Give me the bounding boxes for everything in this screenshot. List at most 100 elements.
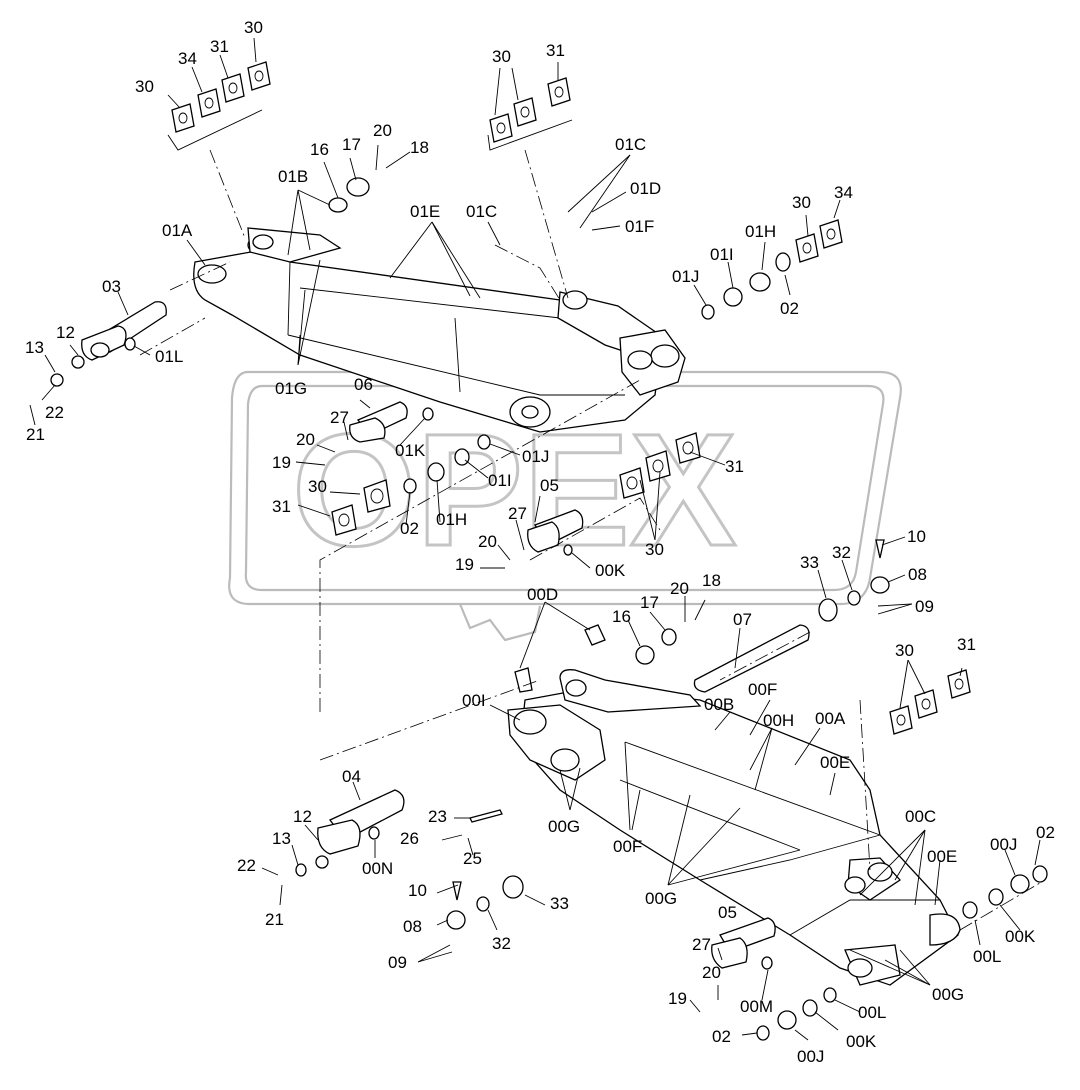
callout-label: 21: [26, 425, 45, 444]
callout-label: 20: [702, 963, 721, 982]
callout-label: 00F: [613, 837, 642, 856]
callout-label: 01G: [275, 379, 307, 398]
pin-06: [349, 401, 408, 443]
callout-label: 00J: [990, 835, 1017, 854]
callout-label: 32: [492, 934, 511, 953]
callout-label: 27: [692, 935, 711, 954]
callout-label: 01B: [278, 167, 308, 186]
pin-05: [527, 509, 584, 553]
callout-label: 05: [718, 903, 737, 922]
callout-label: 01K: [395, 441, 426, 460]
callout-label: 34: [834, 183, 853, 202]
callout-labels: 30 34 31 30 30 31 16 17 20 18 01C 01D 01…: [25, 18, 1055, 1066]
callout-label: 00D: [527, 585, 558, 604]
callout-label: 00E: [927, 847, 957, 866]
center-lines: [139, 149, 1046, 931]
callout-label: 33: [800, 553, 819, 572]
callout-label: 27: [508, 504, 527, 523]
callout-label: 30: [895, 641, 914, 660]
pin-03: [81, 301, 167, 361]
callout-label: 09: [388, 953, 407, 972]
callout-label: 00K: [1005, 927, 1036, 946]
callout-label: 00N: [362, 859, 393, 878]
callout-label: 13: [25, 338, 44, 357]
callout-label: 30: [244, 18, 263, 37]
callout-label: 01J: [672, 267, 699, 286]
hardware: [50, 61, 1048, 1041]
callout-label: 00J: [797, 1047, 824, 1066]
callout-label: 22: [237, 856, 256, 875]
callout-label: 32: [832, 543, 851, 562]
callout-label: 25: [463, 849, 482, 868]
callout-label: 00A: [815, 709, 846, 728]
callout-label: 01C: [615, 135, 646, 154]
callout-label: 19: [668, 989, 687, 1008]
callout-label: 31: [725, 457, 744, 476]
callout-label: 31: [272, 497, 291, 516]
callout-label: 34: [178, 49, 197, 68]
callout-label: 00G: [932, 985, 964, 1004]
callout-label: 04: [342, 767, 361, 786]
callout-label: 27: [330, 408, 349, 427]
callout-label: 17: [640, 593, 659, 612]
callout-label: 02: [1036, 823, 1055, 842]
callout-label: 20: [478, 532, 497, 551]
callout-label: 05: [540, 476, 559, 495]
callout-label: 00K: [595, 561, 626, 580]
callout-label: 08: [908, 565, 927, 584]
callout-label: 01F: [625, 217, 654, 236]
callout-label: 10: [408, 881, 427, 900]
callout-label: 26: [400, 829, 419, 848]
callout-label: 02: [712, 1027, 731, 1046]
callout-label: 33: [550, 894, 569, 913]
callout-label: 10: [907, 527, 926, 546]
callout-label: 00H: [763, 711, 794, 730]
callout-label: 22: [45, 403, 64, 422]
callout-label: 01H: [436, 510, 467, 529]
callout-label: 30: [645, 540, 664, 559]
callout-label: 19: [455, 555, 474, 574]
callout-label: 30: [308, 477, 327, 496]
callout-label: 31: [210, 37, 229, 56]
callout-label: 00K: [846, 1032, 877, 1051]
callout-label: 00E: [820, 753, 850, 772]
callout-label: 23: [428, 807, 447, 826]
callout-label: 12: [56, 323, 75, 342]
leader-lines: [29, 37, 1041, 1041]
arm-00a: [507, 669, 961, 986]
callout-label: 00L: [858, 1003, 886, 1022]
callout-label: 31: [546, 41, 565, 60]
callout-label: 01A: [162, 221, 193, 240]
callout-label: 20: [373, 121, 392, 140]
callout-label: 00I: [462, 691, 486, 710]
callout-label: 03: [102, 277, 121, 296]
pin-05-lower: [711, 917, 776, 969]
callout-label: 08: [403, 917, 422, 936]
callout-label: 16: [310, 140, 329, 159]
callout-label: 18: [410, 138, 429, 157]
callout-label: 02: [780, 299, 799, 318]
callout-label: 31: [957, 635, 976, 654]
pin-04: [317, 789, 405, 855]
callout-label: 17: [342, 135, 361, 154]
callout-label: 01D: [630, 179, 661, 198]
callout-label: 01H: [745, 222, 776, 241]
callout-label: 18: [702, 571, 721, 590]
callout-label: 01L: [155, 347, 183, 366]
callout-label: 01C: [466, 202, 497, 221]
callout-label: 13: [272, 829, 291, 848]
callout-label: 00G: [548, 817, 580, 836]
callout-label: 06: [354, 375, 373, 394]
callout-label: 07: [733, 610, 752, 629]
callout-label: 16: [612, 607, 631, 626]
pin-07: [693, 624, 810, 693]
callout-label: 12: [293, 807, 312, 826]
callout-label: 00M: [740, 997, 773, 1016]
callout-label: 19: [272, 453, 291, 472]
callout-label: 01E: [410, 202, 440, 221]
callout-label: 00B: [704, 695, 734, 714]
callout-label: 21: [265, 910, 284, 929]
callout-label: 00C: [905, 807, 936, 826]
callout-label: 01J: [522, 447, 549, 466]
